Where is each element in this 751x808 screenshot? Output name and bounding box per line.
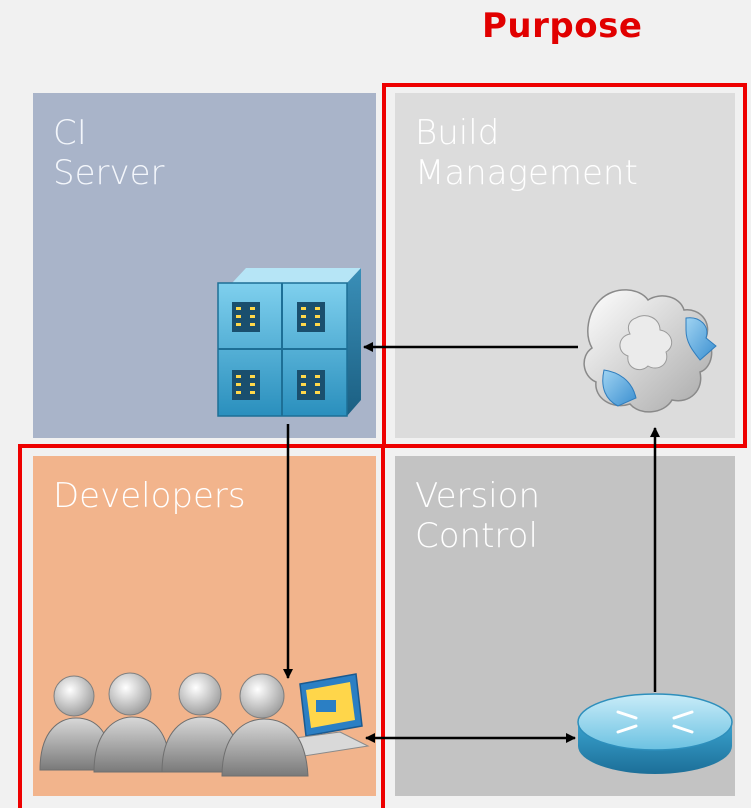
highlight-frame-build-management	[382, 83, 747, 448]
build-management-label-line2: Management	[415, 153, 638, 193]
ci-server-label-line1: CI	[53, 113, 87, 153]
router-icon	[577, 693, 733, 774]
ci-server-label: CI Server	[53, 113, 165, 193]
developers-label: Developers	[53, 476, 246, 516]
highlight-frame-developers	[18, 444, 385, 808]
puzzle-icon	[583, 289, 717, 413]
version-control-label-line1: Version	[415, 476, 541, 516]
server-rack-icon	[217, 268, 361, 417]
ci-server-label-line2: Server	[53, 153, 165, 193]
developers-label-line1: Developers	[53, 476, 246, 516]
build-management-label-line1: Build	[415, 113, 500, 153]
purpose-label: Purpose	[482, 6, 643, 46]
build-management-label: Build Management	[415, 113, 638, 193]
developers-group-icon	[39, 672, 370, 777]
version-control-label-line2: Control	[415, 516, 538, 556]
version-control-label: Version Control	[415, 476, 540, 556]
